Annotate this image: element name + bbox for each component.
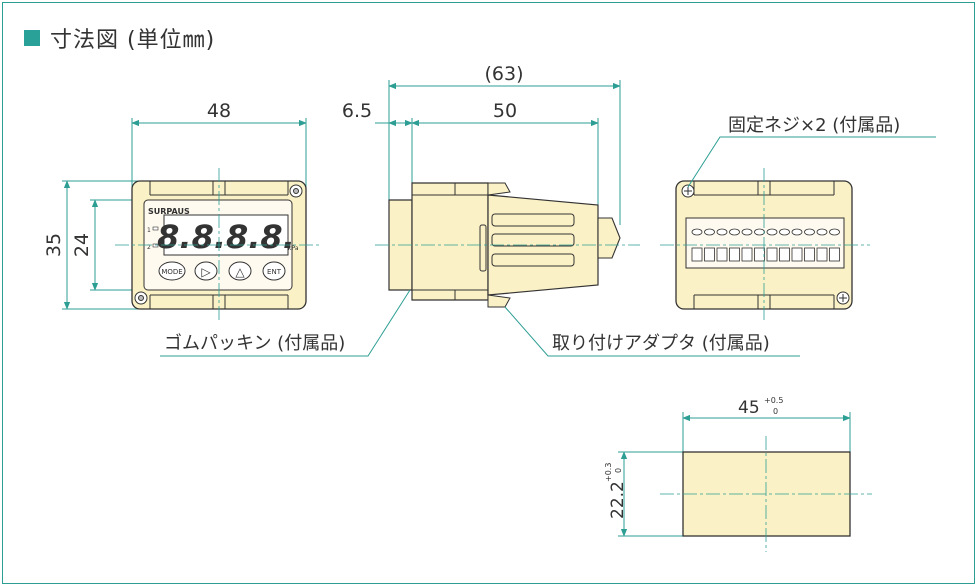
front-view: 48 35 24 SURPAUS 8.8.8.8. [43, 100, 322, 320]
gasket-leader [160, 289, 411, 357]
callouts: ゴムパッキン (付属品) 取り付けアダプタ (付属品) [160, 289, 800, 357]
side-view: (63) 6.5 50 [342, 63, 640, 308]
side-total-label: (63) [484, 63, 523, 85]
back-screw-top-left [681, 184, 695, 198]
terminal-slot [741, 247, 753, 262]
ent-button-label: ENT [267, 268, 282, 276]
terminal-slot [779, 247, 790, 262]
cutout-width-tol-lower: 0 [773, 407, 778, 416]
side-connector [597, 217, 621, 259]
terminal-slot [754, 247, 765, 262]
indicator-2-label: 2 [147, 244, 151, 251]
terminal-screws [691, 228, 840, 236]
terminal-screw [754, 228, 765, 236]
title-marker-icon [24, 30, 40, 46]
terminal-slot [766, 247, 778, 262]
terminal-slot [691, 247, 703, 262]
mode-button-label: MODE [161, 268, 182, 276]
mode-button [158, 261, 186, 281]
cutout-width-tol-upper: +0.5 [764, 396, 783, 405]
ent-button [262, 261, 286, 281]
terminal-screw [804, 228, 815, 236]
terminal-screw [829, 228, 840, 236]
terminal-screw [766, 228, 778, 236]
up-button [228, 261, 252, 281]
back-screw-bottom-right [836, 291, 850, 305]
terminal-slot [704, 247, 715, 262]
terminal-slot [716, 247, 728, 262]
screws-leader [687, 136, 936, 188]
front-screw-top-right [289, 184, 303, 198]
adapter-leader [504, 306, 800, 357]
side-body-label: 50 [493, 100, 517, 122]
cutout-height-label: 22.2 [608, 481, 628, 519]
terminal-slot [829, 247, 840, 262]
right-button-label: ▷ [201, 265, 211, 279]
section-title: 寸法図 (単位㎜) [24, 22, 215, 54]
indicator-1-led [152, 226, 159, 231]
terminal-slot [816, 247, 828, 262]
display-readout: 8.8.8.8. [157, 218, 295, 256]
back-view: 固定ネジ×2 (付属品) [660, 115, 936, 320]
front-width-label: 48 [207, 100, 231, 122]
terminal-slot [804, 247, 815, 262]
side-panel-label: 6.5 [342, 100, 372, 122]
gasket-label: ゴムパッキン (付属品) [164, 333, 345, 354]
seven-seg-display [163, 214, 289, 256]
adapter-label: 取り付けアダプタ (付属品) [552, 333, 770, 354]
terminal-screw [729, 228, 740, 236]
cutout-height-tol-upper: +0.3 [604, 463, 613, 482]
right-button [194, 261, 218, 281]
front-outer-height-label: 35 [43, 233, 65, 257]
screws-label: 固定ネジ×2 (付属品) [728, 115, 900, 136]
terminal-screw [704, 228, 715, 236]
terminal-screw [779, 228, 790, 236]
terminal-screw [716, 228, 728, 236]
cutout-height-tol-lower: 0 [614, 468, 623, 473]
front-inner-height-label: 24 [71, 233, 93, 257]
terminal-screw [741, 228, 753, 236]
terminal-screw [791, 228, 803, 236]
indicator-2-led [152, 243, 159, 248]
terminal-screw [691, 228, 703, 236]
terminal-slot [791, 247, 803, 262]
unit-label: kPa [288, 245, 299, 252]
front-screw-bottom-left [134, 291, 148, 305]
terminal-slot [729, 247, 740, 262]
terminal-slots [691, 247, 840, 262]
cutout-width-label: 45 [738, 398, 760, 418]
side-body-front [411, 182, 489, 301]
brand-logo: SURPAUS [148, 207, 190, 216]
up-button-label: △ [235, 265, 245, 279]
panel-cutout: 45 +0.5 0 22.2 +0.3 0 [604, 396, 872, 552]
terminal-screw [816, 228, 828, 236]
indicator-1-label: 1 [147, 227, 151, 234]
title-text: 寸法図 (単位㎜) [50, 28, 216, 53]
